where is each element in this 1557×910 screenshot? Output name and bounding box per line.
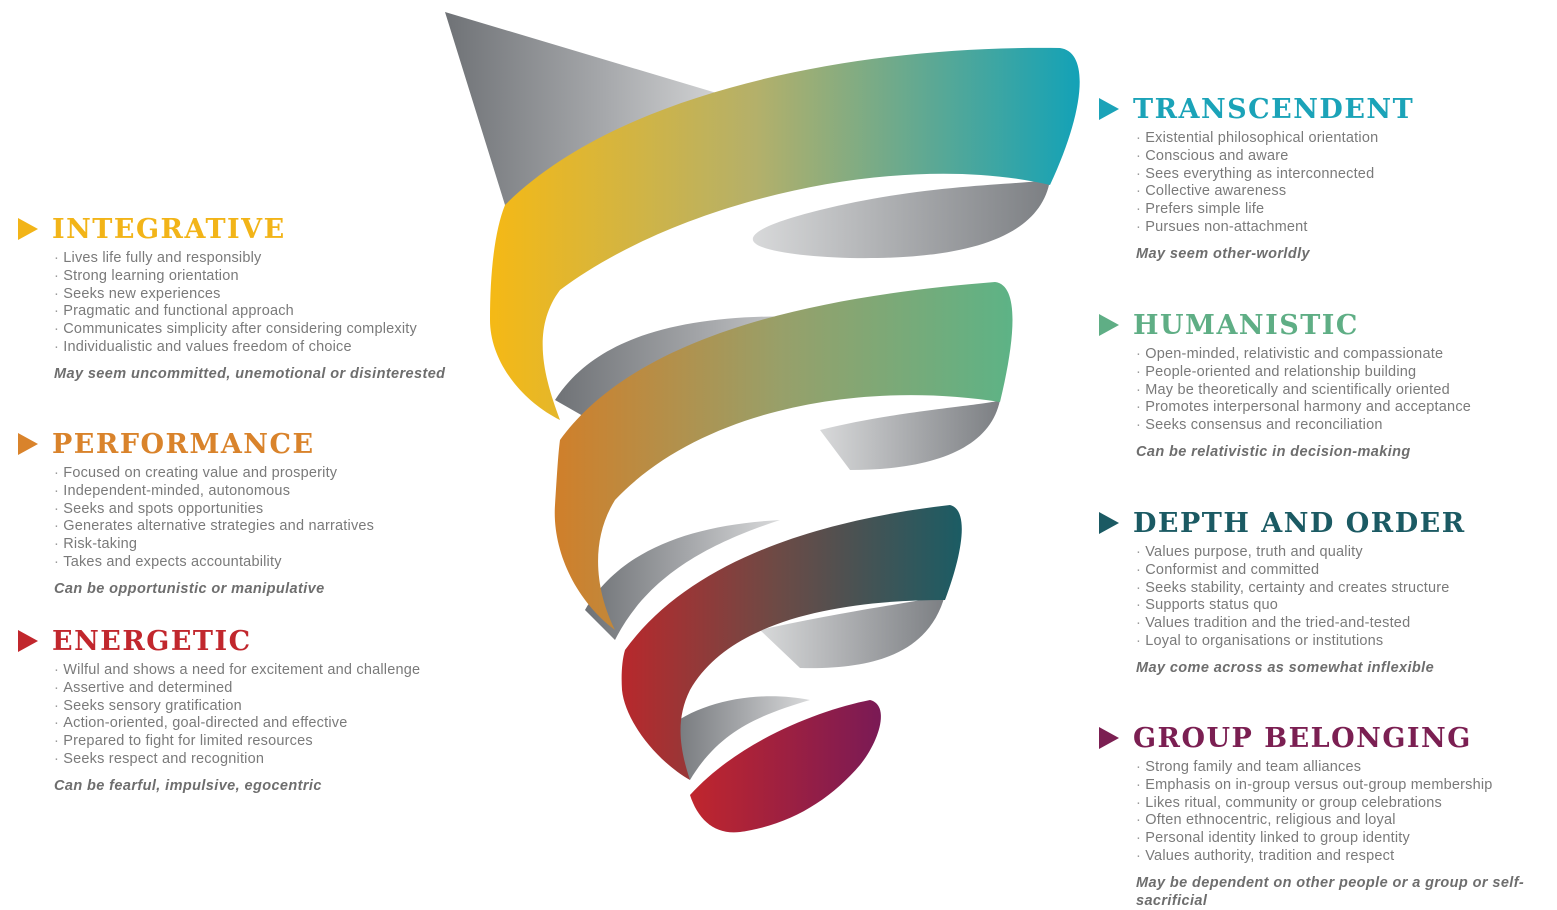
stage-integrative-header: INTEGRATIVE: [18, 212, 445, 246]
stage-performance-items: Focused on creating value and prosperity…: [54, 465, 374, 572]
list-item: Sees everything as interconnected: [1136, 166, 1414, 184]
stage-energetic-title: ENERGETIC: [52, 625, 252, 657]
stage-group-belonging-items: Strong family and team alliances Emphasi…: [1136, 759, 1546, 866]
list-item: Seeks respect and recognition: [54, 751, 420, 769]
list-item: Strong family and team alliances: [1136, 759, 1546, 777]
list-item: Takes and expects accountability: [54, 554, 374, 572]
spiral-back-3: [820, 400, 1000, 470]
list-item: Collective awareness: [1136, 183, 1414, 201]
list-item: Prefers simple life: [1136, 201, 1414, 219]
list-item: Action-oriented, goal-directed and effec…: [54, 715, 420, 733]
list-item: Often ethnocentric, religious and loyal: [1136, 812, 1546, 830]
list-item: Independent-minded, autonomous: [54, 483, 374, 501]
list-item: Focused on creating value and prosperity: [54, 465, 374, 483]
list-item: Promotes interpersonal harmony and accep…: [1136, 399, 1471, 417]
spiral-back-6: [665, 696, 810, 780]
triangle-bullet-icon: [18, 218, 38, 240]
spiral-back-5: [760, 595, 945, 669]
stage-energetic-items: Wilful and shows a need for excitement a…: [54, 662, 420, 769]
stage-performance-title: PERFORMANCE: [52, 428, 315, 460]
list-item: Strong learning orientation: [54, 268, 445, 286]
list-item: Personal identity linked to group identi…: [1136, 830, 1546, 848]
stage-humanistic: HUMANISTIC Open-minded, relativistic and…: [1099, 308, 1471, 461]
list-item: Lives life fully and responsibly: [54, 250, 445, 268]
list-item: May be theoretically and scientifically …: [1136, 382, 1471, 400]
list-item: Seeks new experiences: [54, 286, 445, 304]
list-item: Prepared to fight for limited resources: [54, 733, 420, 751]
list-item: Likes ritual, community or group celebra…: [1136, 795, 1546, 813]
stage-performance: PERFORMANCE Focused on creating value an…: [18, 427, 374, 598]
spiral-band-performance-humanistic: [554, 282, 1013, 630]
stage-transcendent: TRANSCENDENT Existential philosophical o…: [1099, 92, 1414, 263]
triangle-bullet-icon: [18, 433, 38, 455]
list-item: Communicates simplicity after considerin…: [54, 321, 445, 339]
stage-depth-and-order-caveat: May come across as somewhat inflexible: [1136, 659, 1435, 676]
list-item: Existential philosophical orientation: [1136, 130, 1414, 148]
stage-transcendent-items: Existential philosophical orientation Co…: [1136, 130, 1414, 237]
stage-group-belonging-header: GROUP BELONGING: [1099, 721, 1546, 755]
list-item: Values authority, tradition and respect: [1136, 848, 1546, 866]
stage-depth-and-order: DEPTH AND ORDER Values purpose, truth an…: [1099, 506, 1466, 677]
stage-group-belonging-title: GROUP BELONGING: [1133, 722, 1472, 754]
triangle-bullet-icon: [1099, 512, 1119, 534]
stage-energetic-header: ENERGETIC: [18, 624, 420, 658]
stage-depth-and-order-title: DEPTH AND ORDER: [1133, 507, 1466, 539]
stage-integrative-items: Lives life fully and responsibly Strong …: [54, 250, 445, 357]
stage-performance-caveat: Can be opportunistic or manipulative: [54, 580, 325, 597]
stage-transcendent-caveat: May seem other-worldly: [1136, 245, 1310, 262]
list-item: Wilful and shows a need for excitement a…: [54, 662, 420, 680]
list-item: Conscious and aware: [1136, 148, 1414, 166]
spiral-band-group-belonging: [690, 700, 881, 833]
spiral-back-4: [585, 520, 780, 640]
stage-energetic-caveat: Can be fearful, impulsive, egocentric: [54, 777, 322, 794]
spiral-back-1: [752, 180, 1050, 259]
stage-humanistic-items: Open-minded, relativistic and compassion…: [1136, 346, 1471, 435]
list-item: Values tradition and the tried-and-teste…: [1136, 615, 1466, 633]
list-item: Pursues non-attachment: [1136, 219, 1414, 237]
stage-humanistic-caveat: Can be relativistic in decision-making: [1136, 443, 1411, 460]
triangle-bullet-icon: [1099, 98, 1119, 120]
spiral-band-integrative-transcendent: [490, 47, 1080, 420]
stage-performance-header: PERFORMANCE: [18, 427, 374, 461]
stage-transcendent-title: TRANSCENDENT: [1133, 93, 1415, 125]
list-item: Generates alternative strategies and nar…: [54, 518, 374, 536]
stage-integrative-title: INTEGRATIVE: [52, 213, 286, 245]
list-item: Values purpose, truth and quality: [1136, 544, 1466, 562]
triangle-bullet-icon: [18, 630, 38, 652]
stage-humanistic-header: HUMANISTIC: [1099, 308, 1471, 342]
list-item: Seeks consensus and reconciliation: [1136, 417, 1471, 435]
stage-depth-and-order-items: Values purpose, truth and quality Confor…: [1136, 544, 1466, 651]
triangle-bullet-icon: [1099, 314, 1119, 336]
stage-integrative-caveat: May seem uncommitted, unemotional or dis…: [54, 365, 446, 382]
stage-integrative: INTEGRATIVE Lives life fully and respons…: [18, 212, 445, 383]
stage-humanistic-title: HUMANISTIC: [1133, 309, 1359, 341]
list-item: People-oriented and relationship buildin…: [1136, 364, 1471, 382]
triangle-bullet-icon: [1099, 727, 1119, 749]
list-item: Individualistic and values freedom of ch…: [54, 339, 445, 357]
stage-transcendent-header: TRANSCENDENT: [1099, 92, 1414, 126]
list-item: Assertive and determined: [54, 680, 420, 698]
spiral-back-2: [555, 316, 840, 420]
list-item: Seeks stability, certainty and creates s…: [1136, 580, 1466, 598]
list-item: Risk-taking: [54, 536, 374, 554]
list-item: Pragmatic and functional approach: [54, 303, 445, 321]
list-item: Seeks sensory gratification: [54, 698, 420, 716]
list-item: Emphasis on in-group versus out-group me…: [1136, 777, 1546, 795]
stage-group-belonging: GROUP BELONGING Strong family and team a…: [1099, 721, 1546, 910]
spiral-back-top: [445, 12, 740, 205]
list-item: Seeks and spots opportunities: [54, 501, 374, 519]
list-item: Loyal to organisations or institutions: [1136, 633, 1466, 651]
stage-group-belonging-caveat: May be dependent on other people or a gr…: [1136, 874, 1525, 909]
stage-energetic: ENERGETIC Wilful and shows a need for ex…: [18, 624, 420, 795]
list-item: Conformist and committed: [1136, 562, 1466, 580]
list-item: Supports status quo: [1136, 597, 1466, 615]
stage-depth-and-order-header: DEPTH AND ORDER: [1099, 506, 1466, 540]
spiral-band-energetic-depth: [621, 505, 962, 780]
list-item: Open-minded, relativistic and compassion…: [1136, 346, 1471, 364]
